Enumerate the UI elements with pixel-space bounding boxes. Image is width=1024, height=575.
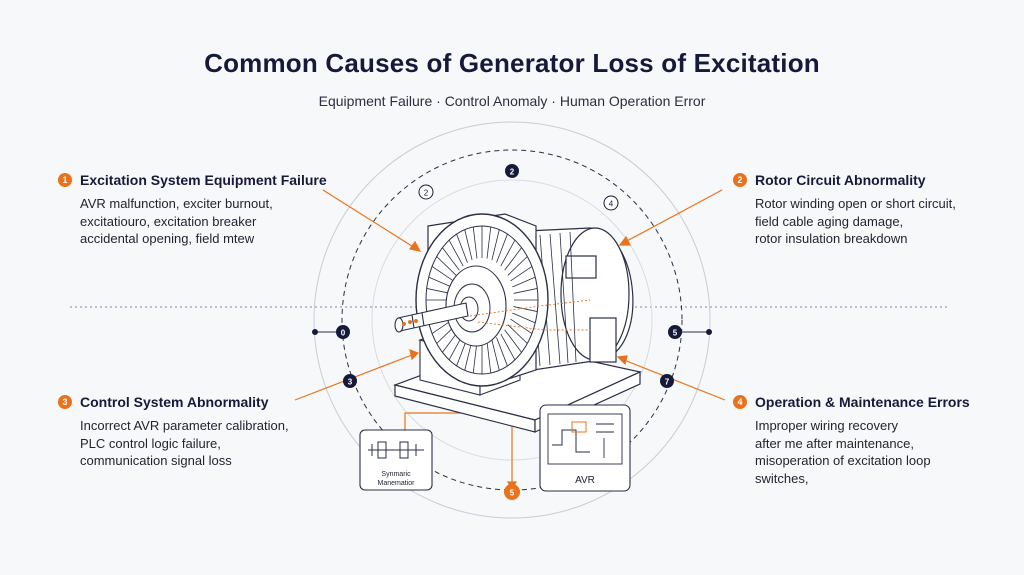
disk-spoke bbox=[491, 229, 500, 261]
svg-text:7: 7 bbox=[665, 378, 670, 387]
disk-spoke bbox=[496, 337, 508, 367]
disk-spoke bbox=[510, 266, 533, 282]
svg-text:3: 3 bbox=[348, 378, 353, 387]
disk-spoke bbox=[504, 329, 522, 353]
disk-spoke bbox=[513, 288, 538, 294]
cause-line: communication signal loss bbox=[80, 453, 232, 468]
ring-marker-top: 2 bbox=[505, 164, 519, 178]
inset-avr-label: AVR bbox=[575, 475, 595, 486]
inset-left-label-1: Synmaric bbox=[381, 471, 411, 478]
disk-spoke bbox=[431, 266, 454, 282]
outer-ring bbox=[313, 121, 711, 519]
disk-spoke bbox=[504, 247, 522, 271]
disk-spoke bbox=[486, 226, 492, 259]
cause-line: Incorrect AVR parameter calibration, bbox=[80, 418, 289, 433]
cause-line: AVR malfunction, exciter burnout, bbox=[80, 196, 273, 211]
cause-title: Operation & Maintenance Errors bbox=[755, 394, 970, 410]
disk-spoke bbox=[500, 333, 516, 361]
disk-spoke bbox=[491, 339, 500, 371]
disk-spoke bbox=[512, 312, 536, 324]
page-title: Common Causes of Generator Loss of Excit… bbox=[204, 48, 820, 78]
dashed-ring bbox=[341, 149, 683, 491]
cause-number-badge: 1 bbox=[58, 173, 72, 187]
disk-spoke bbox=[507, 256, 528, 276]
ring-marker-right: 5 bbox=[668, 325, 682, 339]
page-subtitle: Equipment Failure · Control Anomaly · Hu… bbox=[318, 93, 706, 109]
disk-spoke bbox=[512, 276, 536, 288]
cause-title: Excitation System Equipment Failure bbox=[80, 172, 327, 188]
disk-spoke bbox=[464, 229, 473, 261]
svg-text:5: 5 bbox=[673, 329, 678, 338]
cause-line: Improper wiring recovery bbox=[755, 418, 899, 433]
ring-marker-lower-right: 7 bbox=[660, 374, 674, 388]
disk-spoke bbox=[428, 276, 452, 288]
generator-shaft bbox=[394, 302, 469, 333]
disk-spoke bbox=[507, 324, 528, 344]
cause-panel-operation-errors: 4 Operation & Maintenance Errors Imprope… bbox=[733, 394, 970, 487]
disk-spoke bbox=[513, 306, 538, 312]
shaft-coupling-dots bbox=[402, 319, 418, 326]
cause-description: Rotor winding open or short circuit, fie… bbox=[755, 195, 956, 248]
svg-text:2: 2 bbox=[510, 168, 515, 177]
ring-marker-bottom: 5 bbox=[504, 484, 520, 500]
svg-text:5: 5 bbox=[510, 489, 515, 498]
cause-line: field cable aging damage, bbox=[755, 213, 904, 229]
cause-number-badge: 2 bbox=[733, 173, 747, 187]
cause-line: rotor insulation breakdown bbox=[755, 231, 908, 246]
front-disk bbox=[415, 213, 549, 387]
disk-spoke bbox=[442, 247, 460, 271]
cause-panel-control-system: 3 Control System Abnormality Incorrect A… bbox=[58, 394, 289, 470]
ring-marker-top-right: 4 bbox=[603, 195, 619, 211]
cause-title: Rotor Circuit Abnormality bbox=[755, 172, 926, 188]
cause-line: excitatiouro, excitation breaker bbox=[80, 213, 257, 229]
inset-avr: AVR bbox=[539, 404, 631, 492]
svg-text:4: 4 bbox=[609, 200, 614, 209]
cause-line: accidental opening, field mtew bbox=[80, 231, 255, 246]
left-stub-dot bbox=[312, 329, 318, 335]
cause-number-badge: 4 bbox=[733, 395, 747, 409]
disk-spoke bbox=[472, 341, 478, 374]
cause-panel-excitation-equipment: 1 Excitation System Equipment Failure AV… bbox=[58, 172, 327, 248]
disk-spoke bbox=[448, 239, 464, 267]
inset-synchronous-motor: Synmaric Manematior bbox=[359, 429, 433, 491]
disk-spoke bbox=[510, 318, 533, 334]
cause-line: PLC control logic failure, bbox=[80, 435, 221, 451]
disk-spoke bbox=[472, 226, 478, 259]
ring-marker-lower-left: 3 bbox=[343, 374, 357, 388]
cause-description: Improper wiring recovery after me after … bbox=[755, 417, 970, 487]
inset-left-label-2: Manematior bbox=[378, 480, 416, 487]
cause-number-badge: 3 bbox=[58, 395, 72, 409]
disk-spoke bbox=[426, 288, 451, 294]
cause-line: misoperation of excitation loop bbox=[755, 453, 931, 468]
cause-line: Rotor winding open or short circuit, bbox=[755, 196, 956, 211]
cause-title: Control System Abnormality bbox=[80, 394, 269, 410]
disk-spoke bbox=[436, 256, 457, 276]
cause-panel-rotor-circuit: 2 Rotor Circuit Abnormality Rotor windin… bbox=[733, 172, 956, 248]
ring-marker-left: 0 bbox=[336, 325, 350, 339]
svg-text:2: 2 bbox=[424, 189, 429, 198]
disk-spoke bbox=[500, 239, 516, 267]
disk-spoke bbox=[456, 233, 468, 263]
cause-line: switches, bbox=[755, 470, 809, 486]
right-stub-dot bbox=[706, 329, 712, 335]
internal-wiring bbox=[469, 299, 591, 331]
disk-spoke bbox=[496, 233, 508, 263]
svg-text:0: 0 bbox=[341, 329, 346, 338]
cause-description: Incorrect AVR parameter calibration, PLC… bbox=[80, 417, 289, 470]
ring-marker-top-left: 2 bbox=[418, 184, 434, 200]
cause-line: after me after maintenance, bbox=[755, 435, 914, 451]
cause-description: AVR malfunction, exciter burnout, excita… bbox=[80, 195, 327, 248]
disk-spoke bbox=[486, 341, 492, 374]
